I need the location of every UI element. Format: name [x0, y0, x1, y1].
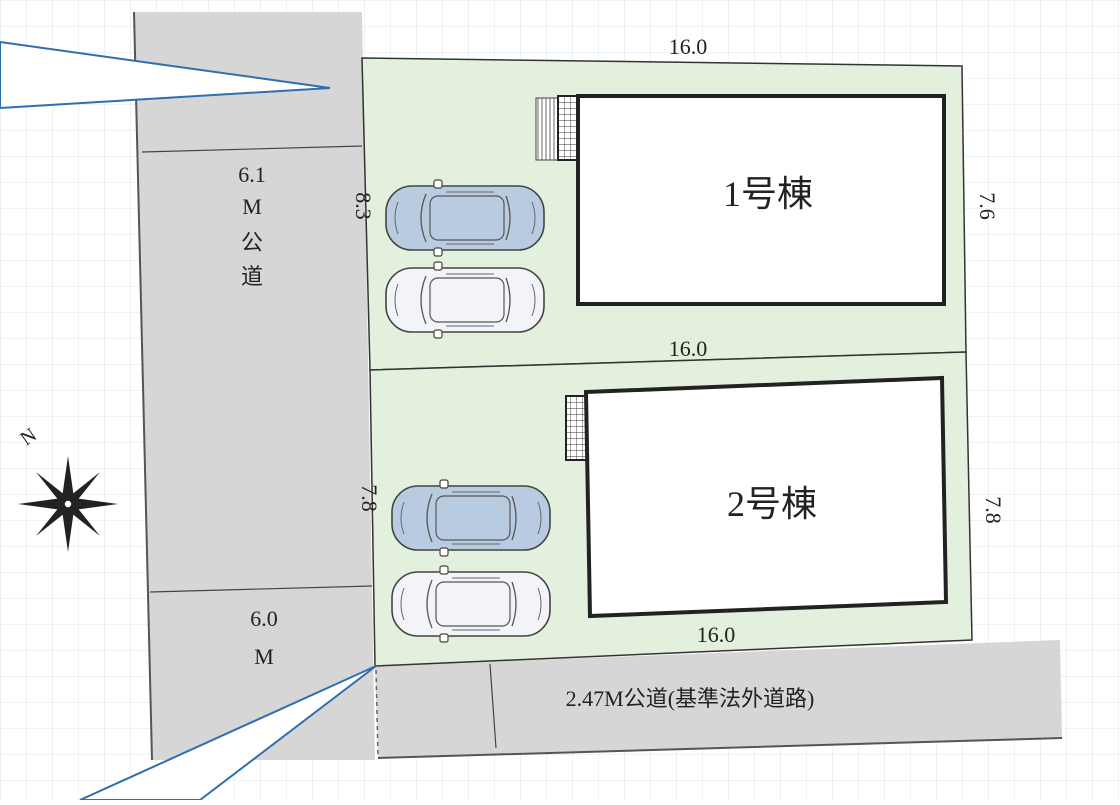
- lot-2-bottom-width: 16.0: [697, 622, 736, 647]
- car-1: [385, 179, 545, 257]
- west-road-lower-width: 6.0: [250, 606, 278, 631]
- west-road-lower-dim-line: [149, 585, 373, 593]
- lot-2-top-width: 16.0: [669, 336, 708, 361]
- west-road-edge: [133, 11, 153, 761]
- lot-1-top-width: 16.0: [669, 34, 708, 59]
- west-road-kind-2: 道: [241, 264, 263, 289]
- south-road-label: 2.47M公道(基準法外道路): [566, 686, 815, 711]
- lot-2-right-depth: 7.8: [981, 496, 1006, 524]
- building-2: 2号棟: [565, 375, 949, 619]
- west-road-kind-1: 公: [241, 230, 263, 255]
- building-1: 1号棟: [535, 94, 946, 306]
- entrance-steps-1: [535, 97, 561, 161]
- south-road: [375, 640, 1062, 758]
- building-1-label: 1号棟: [723, 174, 813, 214]
- lot-1-left-depth: 8.3: [351, 192, 376, 220]
- west-road-lower-unit: M: [254, 644, 274, 669]
- sightline-north: [0, 40, 331, 110]
- building-2-label: 2号棟: [727, 484, 817, 524]
- building-1-footprint: [576, 94, 946, 306]
- west-road-width: 6.1: [238, 162, 266, 187]
- lot-1-right-depth: 7.6: [975, 192, 1000, 220]
- lot-2-left-depth: 7.8: [357, 484, 382, 512]
- building-2-footprint: [583, 375, 949, 619]
- south-road-dim-line: [489, 663, 497, 749]
- west-road-unit: M: [242, 194, 262, 219]
- road-boundary-dashed: [375, 669, 379, 759]
- car-2: [385, 261, 545, 339]
- west-road-dim-line: [141, 145, 363, 153]
- car-4: [391, 565, 551, 643]
- car-3: [391, 479, 551, 557]
- west-road: [134, 12, 375, 760]
- south-road-edge: [377, 737, 1063, 759]
